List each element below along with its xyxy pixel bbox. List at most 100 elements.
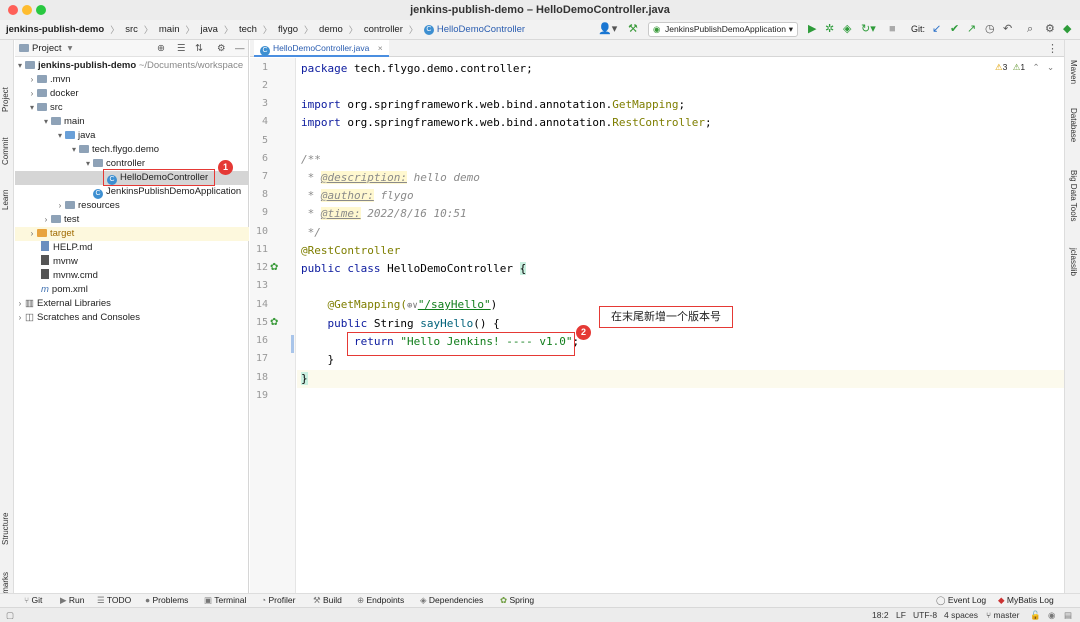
tool-window-event-log[interactable]: ◯ Event Log — [936, 595, 986, 606]
breadcrumb-tech[interactable]: tech — [238, 24, 257, 35]
tool-window-build[interactable]: ⚒ Build — [313, 595, 342, 606]
breadcrumb-java[interactable]: java — [200, 24, 218, 35]
tool-window-run[interactable]: ▶ Run — [60, 595, 85, 606]
tool-window-terminal[interactable]: ▣ Terminal — [204, 595, 246, 606]
chevron-right-icon[interactable]: › — [44, 215, 48, 224]
tree-row-package[interactable]: ▾tech.flygo.demo — [15, 143, 249, 157]
tool-tab-structure[interactable]: Structure — [1, 512, 10, 545]
tree-row-resources[interactable]: ›resources — [15, 199, 249, 213]
chevron-right-icon[interactable]: › — [30, 89, 34, 98]
run-configuration-select[interactable]: ◉ JenkinsPublishDemoApplication ▾ — [648, 22, 798, 37]
chevron-down-icon[interactable]: ⌄ — [1046, 62, 1055, 72]
file-encoding[interactable]: UTF-8 — [913, 610, 938, 620]
tree-row-mvnw-cmd[interactable]: mvnw.cmd — [15, 269, 249, 283]
debug-icon[interactable]: ✲ — [825, 23, 835, 35]
endpoint-gutter-icon[interactable]: ✿ — [270, 317, 279, 328]
chevron-right-icon[interactable]: › — [58, 201, 62, 210]
user-icon[interactable]: 👤▾ — [598, 23, 618, 35]
chevron-down-icon[interactable]: ▾ — [67, 42, 73, 54]
tree-row-external-libraries[interactable]: ›▥External Libraries — [15, 297, 249, 311]
tool-tab-jclasslib[interactable]: jclasslib — [1069, 248, 1078, 277]
tool-tab-project[interactable]: Project — [1, 87, 10, 112]
tool-window-git[interactable]: ⑂ Git — [24, 595, 42, 605]
chevron-down-icon[interactable]: ▾ — [43, 117, 48, 126]
coverage-icon[interactable]: ◈ — [843, 23, 852, 35]
plugin-icon[interactable]: ◆ — [1063, 23, 1072, 35]
close-window-button[interactable] — [8, 5, 18, 15]
tool-window-profiler[interactable]: ◔ Profiler — [261, 595, 295, 605]
tree-row-target[interactable]: ›target — [15, 227, 249, 241]
chevron-down-icon[interactable]: ▾ — [29, 103, 34, 112]
collapse-all-icon[interactable]: ⇅ — [195, 42, 203, 54]
git-update-icon[interactable]: ↙ — [932, 23, 942, 35]
chevron-right-icon[interactable]: › — [18, 313, 22, 322]
git-push-icon[interactable]: ↗ — [967, 23, 977, 35]
more-tabs-icon[interactable]: ⋮ — [1047, 43, 1058, 55]
tool-window-mybatis-log[interactable]: ◆ MyBatis Log — [998, 595, 1054, 606]
tool-window-problems[interactable]: ● Problems — [145, 595, 188, 605]
expand-all-icon[interactable]: ☰ — [177, 42, 186, 54]
tool-tab-maven[interactable]: Maven — [1069, 60, 1078, 85]
breadcrumb-demo[interactable]: demo — [319, 24, 343, 35]
chevron-right-icon[interactable]: › — [18, 299, 22, 308]
breadcrumb-controller[interactable]: controller — [363, 24, 403, 35]
chevron-right-icon[interactable]: › — [30, 75, 34, 84]
breadcrumb-class[interactable]: HelloDemoController — [436, 24, 526, 35]
spring-bean-gutter-icon[interactable]: ✿ — [270, 262, 279, 273]
hide-panel-icon[interactable]: — — [235, 42, 245, 54]
stop-icon[interactable]: ■ — [889, 23, 896, 35]
tree-row-test[interactable]: ›test — [15, 213, 249, 227]
chevron-down-icon[interactable]: ▾ — [57, 131, 62, 140]
tree-row-docker[interactable]: ›docker — [15, 87, 249, 101]
tree-row-mvn[interactable]: ›.mvn — [15, 73, 249, 87]
tool-window-endpoints[interactable]: ⊕ Endpoints — [357, 595, 404, 606]
profile-icon[interactable]: ↻▾ — [861, 23, 876, 35]
inspection-widget[interactable]: ⚠3 ⚠1 ⌃ ⌄ — [995, 62, 1054, 73]
lock-icon[interactable]: 🔓 — [1030, 610, 1041, 620]
chevron-up-icon[interactable]: ⌃ — [1032, 62, 1040, 72]
inspection-profile-icon[interactable]: ◉ — [1048, 610, 1056, 620]
chevron-down-icon[interactable]: ▾ — [17, 61, 22, 70]
build-hammer-icon[interactable]: ⚒ — [628, 23, 638, 35]
chevron-down-icon[interactable]: ▾ — [71, 145, 76, 154]
tool-window-dependencies[interactable]: ◈ Dependencies — [420, 595, 483, 606]
tree-row-java[interactable]: ▾java — [15, 129, 249, 143]
tree-row-mvnw[interactable]: mvnw — [15, 255, 249, 269]
minimize-window-button[interactable] — [22, 5, 32, 15]
tree-row-main[interactable]: ▾main — [15, 115, 249, 129]
memory-indicator-icon[interactable]: ▤ — [1064, 610, 1073, 620]
rollback-icon[interactable]: ↶ — [1003, 23, 1013, 35]
chevron-down-icon[interactable]: ▾ — [85, 159, 90, 168]
tree-row-root[interactable]: ▾jenkins-publish-demo ~/Documents/worksp… — [15, 59, 249, 73]
project-view-select[interactable]: Project — [32, 42, 62, 54]
tree-row-scratches[interactable]: ›◫Scratches and Consoles — [15, 311, 249, 325]
breadcrumb-flygo[interactable]: flygo — [277, 24, 299, 35]
run-icon[interactable]: ▶ — [808, 23, 817, 35]
chevron-right-icon[interactable]: › — [30, 229, 34, 238]
tree-row-src[interactable]: ▾src — [15, 101, 249, 115]
locate-icon[interactable]: ⊕ — [157, 42, 165, 54]
layout-icon[interactable]: ▢ — [6, 610, 15, 620]
git-branch[interactable]: ⑂ master — [986, 610, 1019, 620]
tool-tab-learn[interactable]: Learn — [1, 189, 10, 210]
tool-window-spring[interactable]: ✿ Spring — [500, 595, 534, 606]
caret-position[interactable]: 18:2 — [872, 610, 889, 620]
tool-tab-commit[interactable]: Commit — [1, 137, 10, 165]
git-commit-icon[interactable]: ✔ — [950, 23, 960, 35]
breadcrumb-project[interactable]: jenkins-publish-demo — [6, 24, 105, 35]
line-separator[interactable]: LF — [896, 610, 906, 620]
tool-tab-big-data-tools[interactable]: Big Data Tools — [1069, 170, 1078, 222]
gear-icon[interactable]: ⚙ — [1045, 23, 1055, 35]
zoom-window-button[interactable] — [36, 5, 46, 15]
close-icon[interactable]: × — [377, 43, 383, 53]
tree-row-controller[interactable]: ▾controller — [15, 157, 249, 171]
tool-window-todo[interactable]: ☰ TODO — [97, 595, 131, 606]
breadcrumb-main[interactable]: main — [158, 24, 180, 35]
history-icon[interactable]: ◷ — [985, 23, 995, 35]
breadcrumb-src[interactable]: src — [125, 24, 138, 35]
indent-setting[interactable]: 4 spaces — [944, 610, 979, 620]
